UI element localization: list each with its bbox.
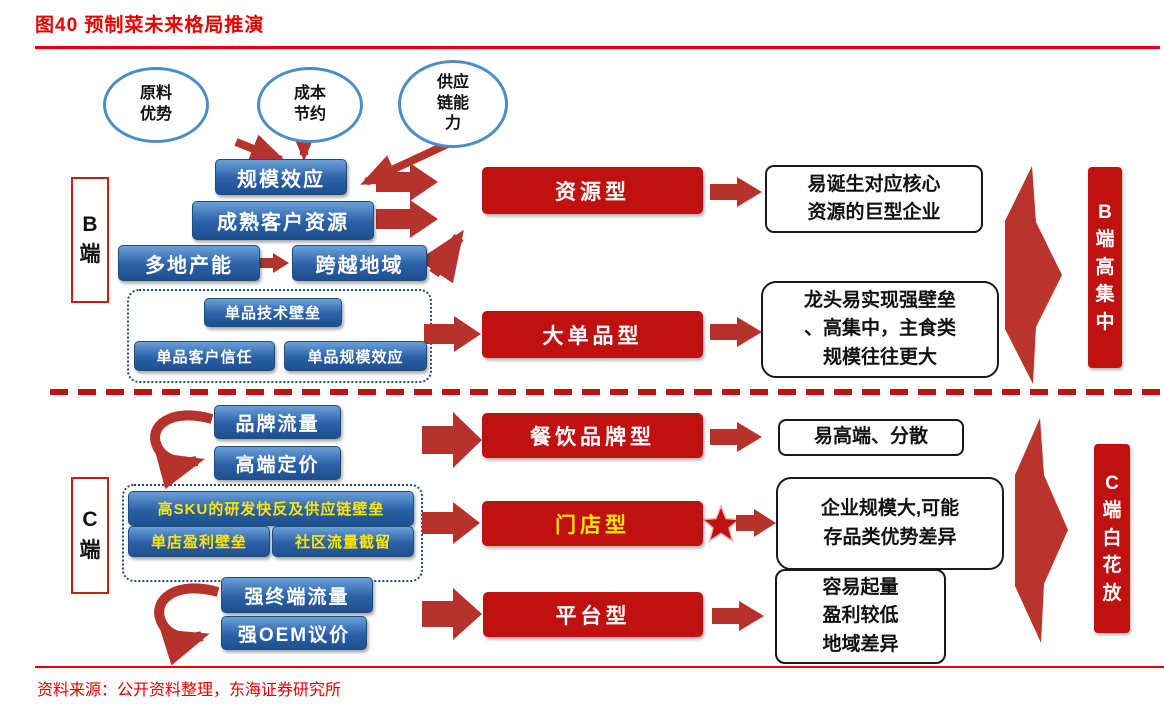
arrow-bigsingle-to-outcome	[710, 317, 762, 347]
b-side-label: B端	[71, 177, 109, 303]
oval-supply-chain-capability: 供应 链能 力	[398, 60, 508, 148]
arrow-to-store	[422, 502, 480, 544]
arrow-region-to-resource	[418, 229, 464, 284]
arrow-raw-material-to-scale	[234, 134, 287, 164]
type-big-single-product: 大单品型	[482, 311, 703, 358]
outcome-resource: 易诞生对应核心 资源的巨型企业	[765, 165, 983, 233]
type-restaurant-brand: 餐饮品牌型	[482, 413, 703, 458]
arrow-store-to-outcome	[736, 509, 776, 537]
box-community-traffic: 社区流量截留	[272, 526, 414, 557]
curved-arrow-terminal-to-oem	[154, 583, 220, 666]
source-divider-line	[35, 666, 1164, 668]
box-brand-traffic: 品牌流量	[214, 405, 341, 439]
arrow-capacity-to-region	[258, 253, 289, 273]
box-mature-customers: 成熟客户资源	[192, 201, 374, 240]
arrow-customers-to-resource	[376, 200, 438, 238]
oval-raw-material-advantage: 原料 优势	[103, 67, 209, 143]
box-premium-pricing: 高端定价	[214, 446, 341, 480]
outcome-store: 企业规模大,可能 存品类优势差异	[776, 477, 1004, 570]
big-arrow-c-banner	[1015, 418, 1068, 643]
box-sku-rnd-supply-barrier: 高SKU的研发快反及供应链壁垒	[128, 491, 414, 526]
outcome-platform: 容易起量 盈利较低 地域差异	[775, 569, 946, 664]
source-note: 资料来源：公开资料整理，东海证券研究所	[37, 682, 342, 699]
figure-title: 图40 预制菜未来格局推演	[35, 15, 265, 36]
box-strong-terminal-traffic: 强终端流量	[221, 577, 373, 613]
c-side-label: C端	[71, 477, 109, 594]
box-single-scale-effect: 单品规模效应	[284, 341, 427, 371]
box-multi-region-capacity: 多地产能	[118, 245, 260, 281]
box-store-profit-barrier: 单店盈利壁垒	[128, 526, 270, 557]
arrow-resource-to-outcome	[710, 177, 762, 207]
big-arrow-b-banner	[1005, 166, 1062, 384]
arrow-restaurant-to-outcome	[710, 422, 762, 452]
arrow-supply-to-scale	[360, 138, 454, 186]
banner-b-high-concentration: B端高集中	[1088, 167, 1122, 368]
type-store: 门店型	[482, 501, 703, 546]
arrow-to-platform	[422, 588, 482, 640]
box-single-tech-barrier: 单品技术壁垒	[204, 298, 342, 327]
star-icon	[701, 503, 741, 543]
arrow-to-restaurant-brand	[422, 412, 482, 468]
banner-c-fragmented: C端白花放	[1094, 444, 1130, 633]
box-cross-region: 跨越地域	[292, 245, 427, 281]
oval-cost-saving: 成本 节约	[257, 67, 363, 143]
outcome-big-single: 龙头易实现强壁垒 、高集中，主食类 规模往往更大	[761, 281, 999, 378]
arrow-scale-to-resource	[376, 163, 438, 201]
curved-arrow-brand-to-pricing	[150, 410, 214, 490]
arrow-single-to-bigsingle	[424, 316, 481, 352]
type-platform: 平台型	[483, 592, 703, 637]
title-underline	[35, 46, 1160, 49]
box-single-customer-trust: 单品客户信任	[134, 341, 275, 371]
box-strong-oem-bargaining: 强OEM议价	[221, 616, 367, 650]
arrow-platform-to-outcome	[712, 601, 764, 631]
type-resource: 资源型	[482, 167, 703, 214]
box-scale-effect: 规模效应	[215, 159, 347, 195]
outcome-restaurant: 易高端、分散	[778, 419, 964, 456]
